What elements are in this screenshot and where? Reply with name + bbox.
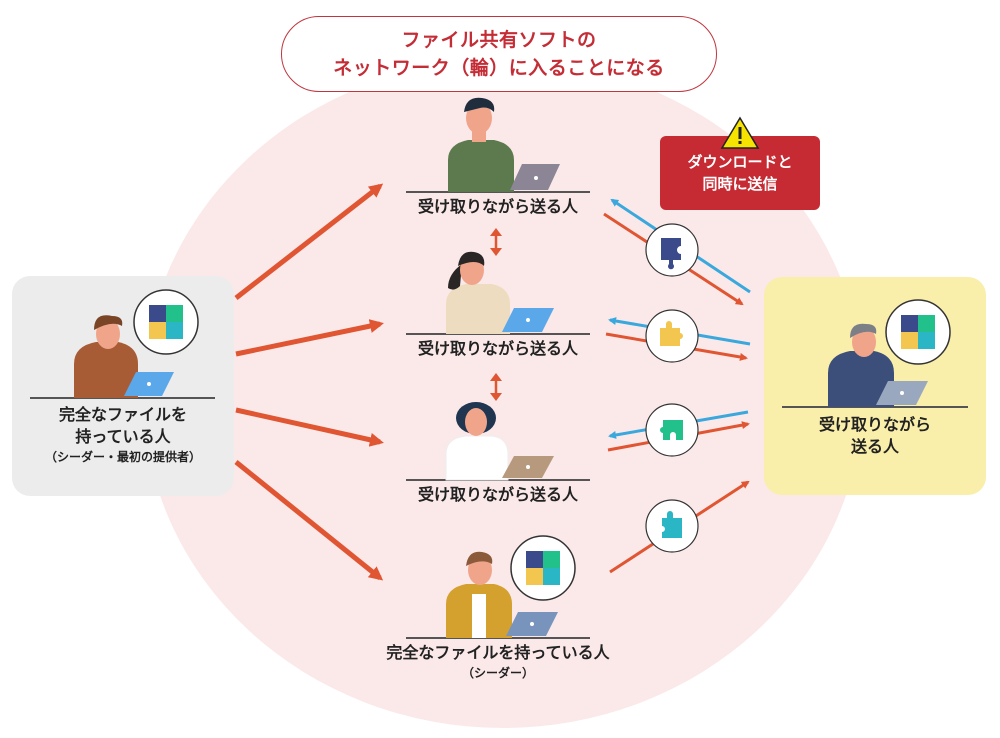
seeder-left-label: 完全なファイルを 持っている人 （シーダー・最初の提供者） <box>12 404 234 466</box>
person-peer-1-illustration <box>448 97 560 192</box>
receiver-right-line-2: 送る人 <box>850 437 899 456</box>
puzzle-piece-yellow-icon <box>660 321 683 346</box>
seeder-left-line-1: 完全なファイルを <box>58 405 187 424</box>
seeder-bottom-line-1: 完全なファイルを持っている人 <box>386 643 610 662</box>
title-line-2: ネットワーク（輪）に入ることになる <box>333 57 665 79</box>
person-peer-3-illustration <box>445 402 554 481</box>
person-receiver-right-illustration <box>828 323 928 407</box>
receiver-right-line-1: 受け取りながら <box>818 415 931 434</box>
piece-bubble-navy <box>645 223 699 277</box>
puzzle-piece-navy-icon <box>661 238 681 270</box>
puzzle-piece-teal-icon <box>662 511 682 538</box>
piece-bubble-teal <box>645 499 699 553</box>
double-arrow-peer-2-3 <box>490 373 502 401</box>
speech-bubble-puzzle-left <box>133 289 199 355</box>
speech-bubble-puzzle-right <box>885 299 951 365</box>
piece-bubble-yellow <box>645 309 699 363</box>
title-banner: ファイル共有ソフトの ネットワーク（輪）に入ることになる <box>281 16 717 92</box>
peer-3-label: 受け取りながら送る人 <box>417 485 578 504</box>
arrow-seeder-to-seeder-bottom <box>234 460 384 581</box>
receiver-right-label: 受け取りながら 送る人 <box>764 414 986 458</box>
peer-2-label: 受け取りながら送る人 <box>417 339 578 358</box>
warning-triangle-icon <box>720 116 760 149</box>
warning-line-2: 同時に送信 <box>702 175 778 193</box>
double-arrow-peer-1-2 <box>490 228 502 256</box>
arrow-seeder-to-peer-3 <box>235 407 384 447</box>
seeder-bottom-sub: （シーダー） <box>461 666 534 680</box>
person-seeder-left-illustration <box>74 315 174 398</box>
seeder-left-sub: （シーダー・最初の提供者） <box>44 450 201 464</box>
peer-1-label: 受け取りながら送る人 <box>417 197 578 216</box>
title-line-1: ファイル共有ソフトの <box>401 29 597 51</box>
puzzle-piece-green-icon <box>660 420 683 440</box>
person-peer-2-illustration <box>446 251 554 334</box>
arrow-seeder-to-peer-1 <box>234 183 384 300</box>
seeder-bottom-label: 完全なファイルを持っている人 （シーダー） <box>340 642 656 682</box>
person-seeder-bottom-illustration <box>446 551 558 638</box>
speech-bubble-puzzle-bottom <box>510 535 576 601</box>
warning-line-1: ダウンロードと <box>687 153 793 171</box>
arrow-seeder-to-peer-2 <box>235 319 384 357</box>
seeder-left-line-2: 持っている人 <box>75 427 171 446</box>
piece-bubble-green <box>645 403 699 457</box>
